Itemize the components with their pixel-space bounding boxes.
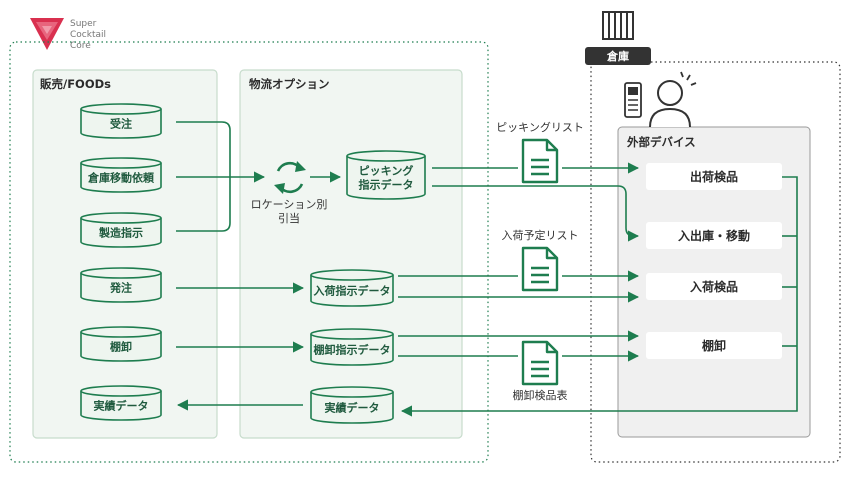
cylinder-transfer: 倉庫移動依頼 <box>80 157 162 193</box>
stocktake-sheet-label: 棚卸検品表 <box>513 388 568 402</box>
device-box-shipping <box>646 163 782 190</box>
sync-icon <box>274 161 306 194</box>
cylinder-actual-logistics: 実績データ <box>310 386 394 424</box>
cylinder-purchase: 発注 <box>80 267 162 303</box>
device-box-stocktake <box>646 332 782 359</box>
logistics-panel-title: 物流オプション <box>249 77 330 91</box>
cylinder-stocktake-instr: 棚卸指示データ <box>310 328 394 366</box>
warehouse-tag <box>585 47 651 65</box>
company-logo: Super Cocktail Core <box>30 18 106 51</box>
sales-panel-title: 販売/FOODs <box>40 77 111 91</box>
receiving-list-label: 入荷予定リスト <box>502 228 579 242</box>
cylinder-picking-label-1: ピッキング <box>359 164 414 178</box>
cylinder-manufacture: 製造指示 <box>80 212 162 248</box>
sales-panel <box>32 69 218 439</box>
cylinder-receiving-label: 入荷指示データ <box>314 284 391 298</box>
location-allocation-label-2: 引当 <box>278 211 300 225</box>
device-shipping-label: 出荷検品 <box>690 169 738 184</box>
cylinder-actual-logistics-label: 実績データ <box>325 401 380 415</box>
device-receiving-label: 入荷検品 <box>690 279 738 294</box>
receiving-list-document-icon <box>521 246 559 292</box>
handheld-scanner-icon <box>624 82 642 118</box>
cylinder-manufacture-label: 製造指示 <box>98 226 143 240</box>
location-allocation-label-1: ロケーション別 <box>251 198 328 211</box>
cylinder-stocktake-instr-label: 棚卸指示データ <box>314 343 391 357</box>
cylinder-stocktake-label: 棚卸 <box>110 340 132 354</box>
cylinder-order-label: 受注 <box>110 117 132 131</box>
logo-text-3: Core <box>70 41 91 51</box>
logo-text-1: Super <box>70 19 97 29</box>
picking-list-document-icon <box>521 138 559 184</box>
warehouse-tag-label: 倉庫 <box>606 49 629 63</box>
device-panel-title: 外部デバイス <box>626 135 696 149</box>
cylinder-receiving: 入荷指示データ <box>310 269 394 307</box>
warehouse-icon <box>602 11 634 40</box>
cylinder-actual-sales: 実績データ <box>80 385 162 421</box>
device-box-receiving <box>646 273 782 300</box>
cylinder-transfer-label: 倉庫移動依頼 <box>87 171 155 185</box>
picking-list-label: ピッキングリスト <box>496 120 584 134</box>
line-picking-bottom <box>432 185 640 242</box>
device-inout-label: 入出庫・移動 <box>678 228 750 243</box>
worker-icon <box>649 71 697 128</box>
logistics-panel <box>239 69 463 439</box>
warehouse-boundary <box>590 61 841 463</box>
cylinder-order: 受注 <box>80 103 162 139</box>
cylinder-actual-sales-label: 実績データ <box>94 399 149 413</box>
cylinder-stocktake: 棚卸 <box>80 326 162 362</box>
connectors <box>176 121 798 417</box>
system-boundary <box>9 41 489 463</box>
return-bus <box>400 176 798 417</box>
device-stocktake-label: 棚卸 <box>702 338 726 353</box>
cylinder-picking-label-2: 指示データ <box>359 178 414 192</box>
stocktake-sheet-document-icon <box>521 340 559 386</box>
cylinder-purchase-label: 発注 <box>109 281 132 295</box>
device-box-inout <box>646 222 782 249</box>
logo-text-2: Cocktail <box>70 30 106 40</box>
